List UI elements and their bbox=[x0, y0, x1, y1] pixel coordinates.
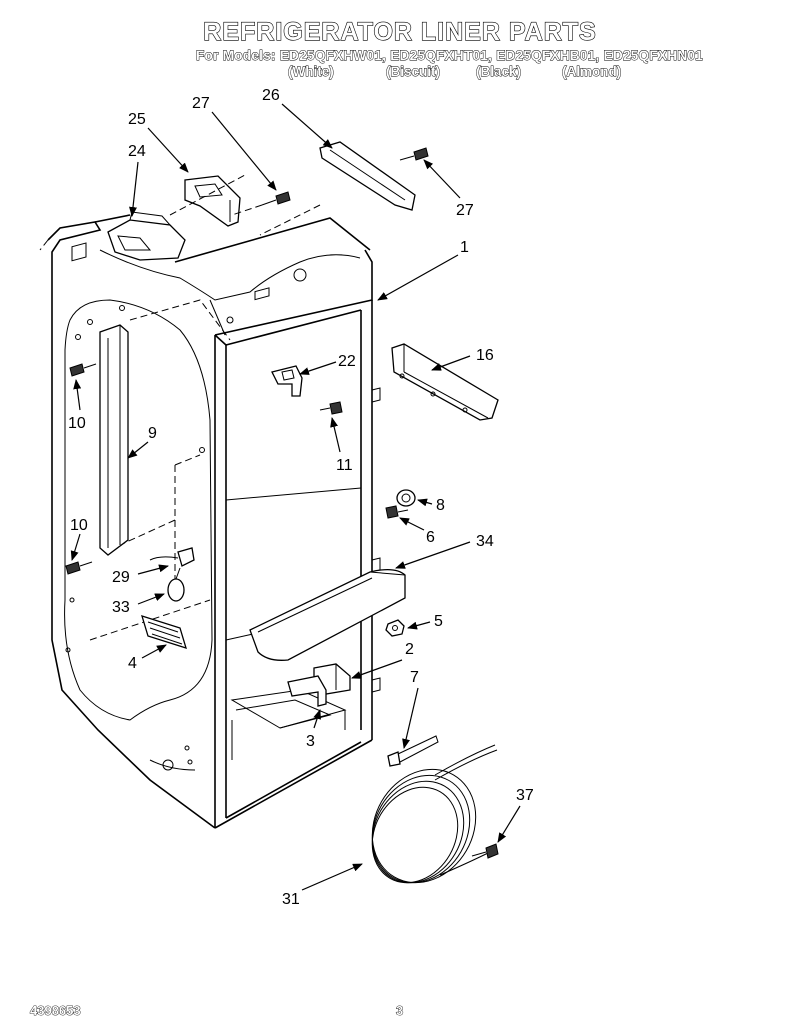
leader-29 bbox=[137, 564, 169, 575]
crisper-cover-support bbox=[391, 343, 499, 421]
leader-22 bbox=[299, 361, 337, 375]
light-socket bbox=[149, 547, 195, 567]
water-tubing bbox=[371, 744, 498, 884]
leader-11 bbox=[330, 417, 341, 453]
air-duct bbox=[319, 141, 416, 211]
callout-6: 6 bbox=[426, 529, 435, 546]
shelf-ladder bbox=[99, 324, 129, 556]
callout-1: 1 bbox=[460, 239, 469, 256]
leader-34 bbox=[395, 541, 471, 569]
leader-8 bbox=[417, 498, 433, 507]
callout-8: 8 bbox=[436, 497, 445, 514]
callout-16: 16 bbox=[476, 347, 494, 364]
callout-11: 11 bbox=[336, 457, 353, 474]
callout-10-upper: 10 bbox=[68, 415, 86, 432]
callout-24: 24 bbox=[128, 143, 146, 160]
leader-10b bbox=[70, 533, 81, 561]
shelf-trim bbox=[249, 568, 406, 661]
callout-27-left: 27 bbox=[192, 95, 210, 112]
control-housing bbox=[107, 211, 186, 261]
callout-33: 33 bbox=[112, 599, 130, 616]
callout-3: 3 bbox=[306, 733, 315, 750]
leader-1 bbox=[377, 254, 459, 301]
page-number: 3 bbox=[396, 1003, 404, 1019]
leader-5 bbox=[407, 621, 431, 630]
liner-cabinet bbox=[39, 214, 381, 829]
leader-7 bbox=[402, 687, 419, 749]
color-white: (White) bbox=[288, 64, 335, 80]
callout-10-lower: 10 bbox=[70, 517, 88, 534]
light-shield bbox=[141, 615, 187, 649]
leader-25 bbox=[147, 127, 189, 173]
control-bracket bbox=[184, 175, 241, 227]
light-bulb bbox=[167, 567, 185, 602]
mounting-bracket bbox=[271, 365, 303, 397]
leader-27b bbox=[423, 159, 461, 199]
callout-9: 9 bbox=[148, 425, 157, 442]
leader-31 bbox=[301, 863, 363, 891]
part-number: 4398653 bbox=[30, 1003, 81, 1019]
leader-37 bbox=[497, 805, 521, 843]
leader-27a bbox=[211, 111, 277, 191]
model-list: For Models: ED25QFXHW01, ED25QFXHT01, ED… bbox=[196, 48, 704, 64]
leader-3 bbox=[313, 709, 321, 729]
leader-10a bbox=[73, 379, 82, 411]
screw-6 bbox=[385, 505, 409, 519]
cable-tie bbox=[387, 735, 439, 767]
callout-25: 25 bbox=[128, 111, 146, 128]
screw-27-right bbox=[399, 147, 429, 161]
page-title: REFRIGERATOR LINER PARTS bbox=[203, 17, 597, 46]
leader-6 bbox=[399, 517, 425, 531]
screw-11 bbox=[319, 401, 343, 415]
leader-16 bbox=[431, 355, 471, 371]
color-black: (Black) bbox=[476, 64, 522, 80]
leader-9 bbox=[127, 441, 149, 459]
leader-24 bbox=[129, 161, 139, 217]
screw-10-lower bbox=[65, 561, 93, 575]
screw-10-upper bbox=[69, 363, 97, 377]
color-biscuit: (Biscuit) bbox=[386, 64, 441, 80]
callout-7: 7 bbox=[410, 669, 419, 686]
leader-2 bbox=[351, 659, 403, 679]
callout-22: 22 bbox=[338, 353, 356, 370]
callout-5: 5 bbox=[434, 613, 443, 630]
callout-27-right: 27 bbox=[456, 202, 474, 219]
roller bbox=[396, 489, 416, 507]
screw-37 bbox=[471, 843, 499, 859]
callout-2: 2 bbox=[405, 641, 414, 658]
leader-4 bbox=[141, 644, 167, 659]
bracket-3 bbox=[287, 675, 327, 707]
callout-37: 37 bbox=[516, 787, 534, 804]
callout-4: 4 bbox=[128, 655, 137, 672]
color-almond: (Almond) bbox=[562, 64, 622, 80]
screw-27-left bbox=[261, 191, 291, 206]
leader-33 bbox=[137, 593, 165, 605]
leader-26 bbox=[281, 103, 333, 149]
callout-31: 31 bbox=[282, 891, 300, 908]
callout-26: 26 bbox=[262, 87, 280, 104]
nut bbox=[385, 619, 405, 637]
callout-34: 34 bbox=[476, 533, 494, 550]
callout-29: 29 bbox=[112, 569, 130, 586]
